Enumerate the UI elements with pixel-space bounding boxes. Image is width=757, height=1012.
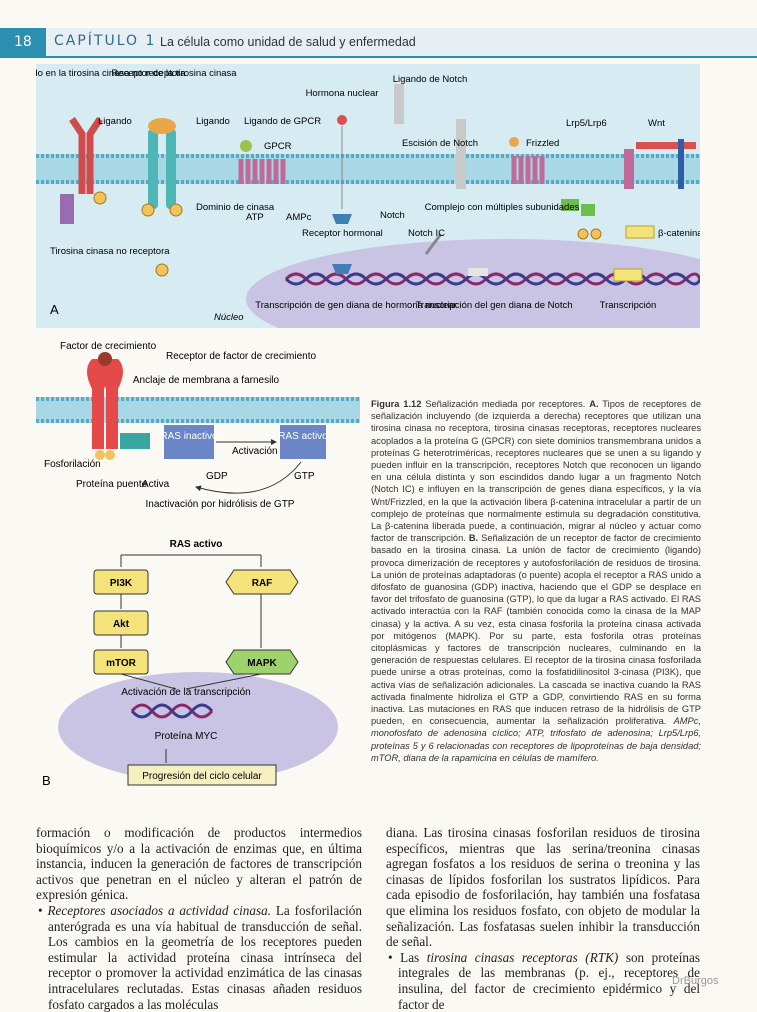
label-trans-1: Transcripción de gen diana de hormona nu…: [255, 300, 456, 311]
nucleus-shape-b: [58, 672, 338, 782]
label-activa: Activa: [142, 479, 170, 490]
caption-label: Figura 1.12: [371, 399, 422, 409]
label-ampc: AMPc: [286, 212, 312, 223]
label-tirosina-non: Tirosina cinasa no receptora: [50, 246, 170, 257]
label-mtor: mTOR: [106, 658, 137, 669]
chapter-title: La célula como unidad de salud y enferme…: [160, 35, 416, 49]
bullet-title: Receptores asociados a actividad cinasa.: [47, 902, 272, 918]
receptor-nonreceptor-tk: [60, 117, 107, 224]
label-gpcr: GPCR: [264, 141, 292, 152]
notch-receptor: [394, 84, 488, 276]
watermark: DrBurgos: [672, 975, 719, 987]
caption-intro: Señalización mediada por receptores.: [425, 399, 586, 409]
label-ras-activo: RAS activo: [170, 539, 223, 550]
label-trans-2: Transcripción del gen diana de Notch: [415, 300, 572, 311]
growth-factor-ligand: [98, 352, 112, 366]
label-myc: Proteína MYC: [155, 731, 218, 742]
body-left-paragraph: formación o modificación de productos in…: [36, 825, 362, 903]
page-number: 18: [0, 28, 46, 56]
label-notch-ic: Notch IC: [408, 228, 445, 239]
label-gtp: GTP: [294, 471, 315, 482]
label-lrp: Lrp5/Lrp6: [566, 118, 607, 129]
progresion-box: [127, 764, 277, 786]
body-right-paragraph: diana. Las tirosina cinasas fosforilan r…: [386, 825, 700, 950]
ras-inactive-label: RAS inactivo: [160, 431, 218, 442]
caption-text-a: Tipos de receptores de señalización incl…: [371, 399, 701, 544]
ras-inactive-box: [164, 425, 214, 459]
label-ligando-1: Ligando: [98, 116, 132, 127]
label-receptor-hormonal: Receptor hormonal: [302, 228, 383, 239]
label-bcat: β-catenina: [658, 228, 700, 239]
label-dominio: Dominio de cinasa: [196, 202, 275, 213]
label-raf: RAF: [252, 578, 273, 589]
figure-panel-a: Receptor basado en la tirosina cinasa no…: [0, 64, 757, 359]
ras-active-box: [280, 425, 326, 459]
label-atp: ATP: [246, 212, 264, 223]
label-ligando-notch: Ligando de Notch: [393, 74, 467, 85]
label-hormona: Hormona nuclear: [306, 88, 379, 99]
label-factor: Factor de crecimiento: [60, 341, 157, 352]
label-rtk: Receptor de la tirosina cinasa: [111, 68, 237, 79]
body-left-bullet: • Receptores asociados a actividad cinas…: [38, 902, 362, 1012]
label-notch: Notch: [380, 210, 405, 221]
mapk-box: [225, 649, 299, 675]
label-frizzled: Frizzled: [526, 138, 559, 149]
panel-b-diagram: RAS inactivo RAS activo Factor de crecim…: [36, 341, 360, 788]
label-receptor-factor: Receptor de factor de crecimiento: [166, 351, 317, 362]
label-ligando-gpcr: Ligando de GPCR: [244, 116, 321, 127]
caption-b: B.: [468, 533, 479, 544]
label-fosforilacion: Fosforilación: [44, 459, 101, 470]
membrane-b: [36, 397, 360, 423]
figure-panel-b: RAS inactivo RAS activo Factor de crecim…: [36, 337, 360, 790]
caption-abbrev: AMPc, monofosfato de adenosina cíclico; …: [371, 716, 701, 763]
label-pi3k: PI3K: [110, 578, 133, 589]
bullet-title-right: tirosina cinasas receptoras (RTK): [426, 949, 619, 965]
receptor-tyrosine-kinase: [141, 118, 183, 277]
label-inactivacion: Inactivación por hidrólisis de GTP: [146, 499, 295, 510]
figure-caption: Figura 1.12 Señalización mediada por rec…: [371, 398, 701, 764]
label-anclaje: Anclaje de membrana a farnesilo: [133, 375, 280, 386]
bullet-pre: Las: [400, 949, 420, 965]
label-trans-3: Transcripción: [600, 300, 657, 311]
raf-box: [225, 569, 299, 595]
label-wnt: Wnt: [648, 118, 665, 129]
label-activacion: Activación: [232, 446, 278, 457]
label-act-trans: Activación de la transcripción: [121, 687, 251, 698]
membrane-lipids: [36, 154, 700, 184]
panel-a-diagram: Receptor basado en la tirosina cinasa no…: [0, 68, 757, 359]
dna-strand-1: [284, 272, 702, 286]
label-gdp: GDP: [206, 471, 228, 482]
growth-factor-receptor: [87, 352, 150, 460]
label-ligando-2: Ligando: [196, 116, 230, 127]
label-complejo: Complejo con múltiples subunidades: [425, 202, 580, 213]
gpcr-receptor: [238, 140, 286, 184]
label-akt: Akt: [113, 619, 130, 630]
label-escision: Escisión de Notch: [402, 138, 478, 149]
chapter-label: CAPÍTULO 1: [54, 33, 157, 49]
label-mapk: MAPK: [247, 658, 277, 669]
label-progresion: Progresión del ciclo celular: [142, 771, 262, 782]
body-column-left: formación o modificación de productos in…: [36, 825, 362, 1012]
label-proteina-puente: Proteína puente: [76, 479, 148, 490]
hormone-receptor: [332, 115, 352, 274]
label-rtk-nonreceptor: Receptor basado en la tirosina cinasa no…: [36, 68, 186, 79]
body-right-bullet: • Las tirosina cinasas receptoras (RTK) …: [388, 949, 700, 1012]
bullet-text: La fosforilación anterógrada es una vía …: [48, 902, 362, 1012]
wnt-frizzled: [509, 137, 696, 282]
caption-text-b: Señalización de un receptor de factor de…: [371, 533, 701, 727]
panel-letter-a: A: [50, 302, 59, 317]
caption-a: A.: [589, 399, 599, 409]
cell-membrane: [36, 154, 700, 184]
label-nucleo: Núcleo: [214, 312, 244, 323]
panel-letter-b: B: [42, 773, 51, 788]
body-column-right: diana. Las tirosina cinasas fosforilan r…: [386, 825, 700, 1012]
ras-active-label: RAS activo: [278, 431, 328, 442]
running-header: [0, 28, 757, 58]
